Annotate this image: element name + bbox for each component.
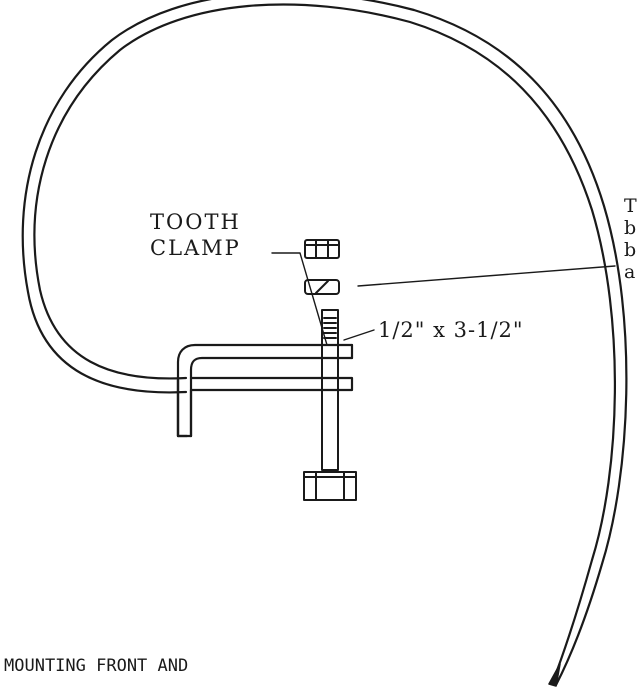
caption-line1: MOUNTING FRONT AND (4, 656, 189, 676)
side-note-line4: a (624, 261, 636, 283)
tooth-clamp-label-line2: CLAMP (150, 236, 241, 260)
spring-tooth-tip (548, 663, 561, 687)
nut-icon (304, 239, 340, 259)
bolt-size-label: 1/2" x 3-1/2" (378, 318, 524, 342)
lock-washer-icon (304, 279, 340, 295)
bolt-leader-line (343, 329, 375, 341)
washer-leader-line (357, 265, 616, 287)
spring-tooth-outer (33, 3, 617, 686)
clamp-leader-line (271, 252, 328, 346)
tooth-clamp-label-line1: TOOTH (150, 210, 241, 234)
side-note-line3: b (624, 239, 637, 261)
side-note-line2: b (624, 217, 637, 239)
spring-tooth-inner (21, 0, 628, 687)
side-note-line1: T (624, 195, 637, 217)
bolt-icon (303, 309, 357, 501)
tooth-clamp (176, 343, 354, 438)
